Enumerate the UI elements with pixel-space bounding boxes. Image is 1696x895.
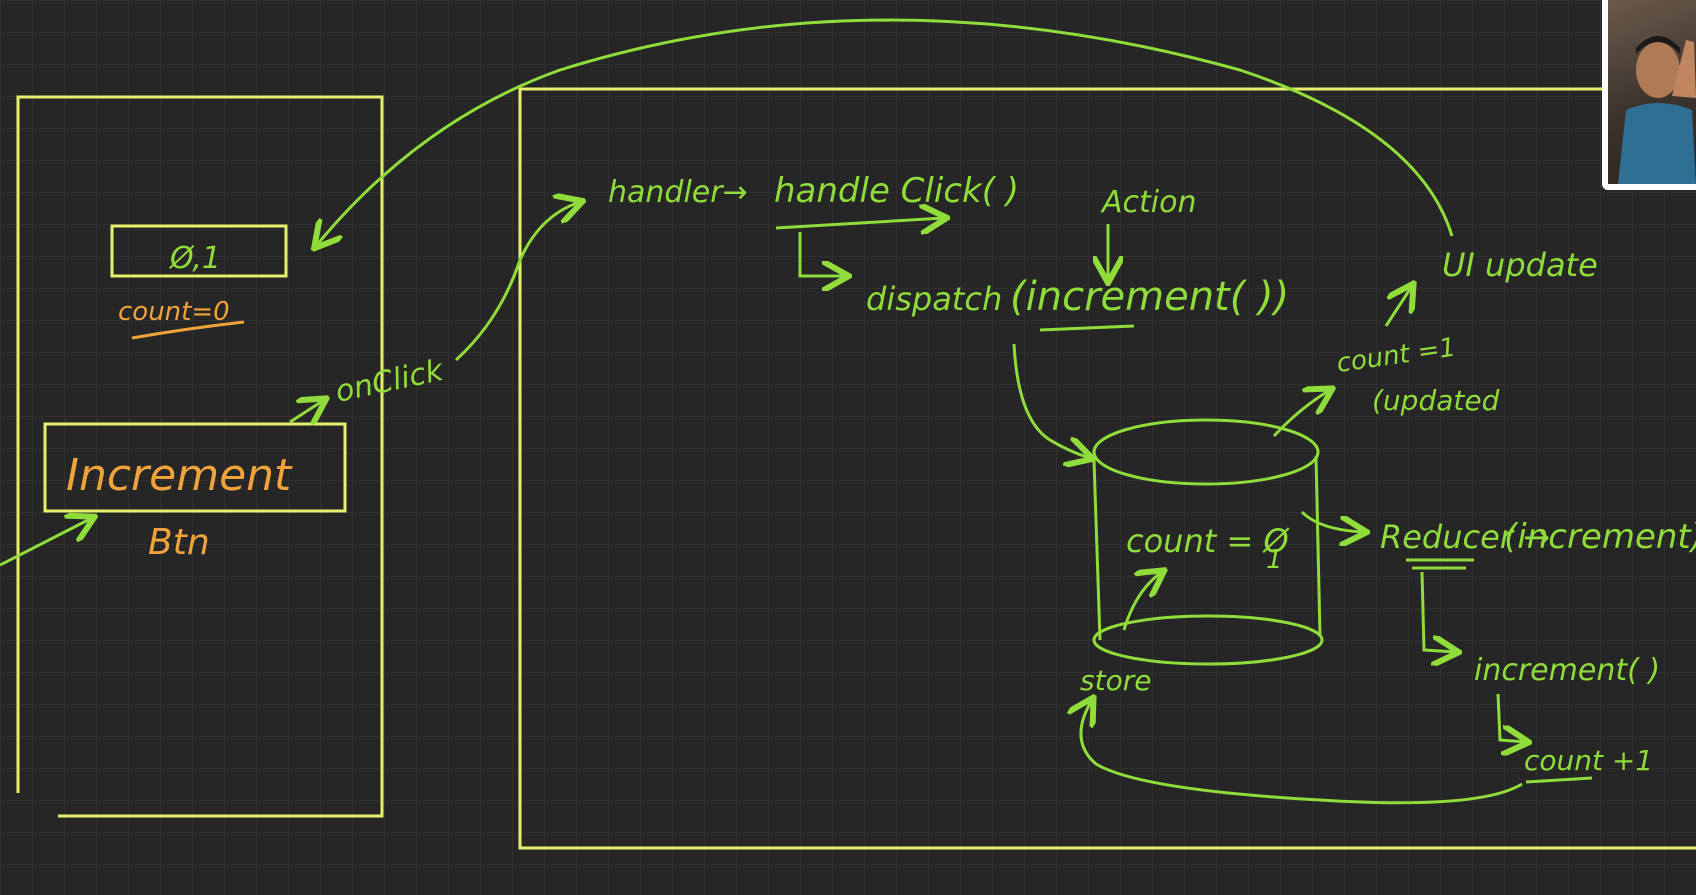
reducer-op: count +1 bbox=[1524, 744, 1653, 777]
button-to-onclick-arrow bbox=[289, 400, 324, 422]
reducer-underline bbox=[1406, 558, 1474, 570]
handler-fn: handle Click( ) bbox=[774, 171, 1019, 211]
handler-label: handler→ bbox=[608, 175, 748, 210]
action-tag: Action bbox=[1100, 185, 1196, 220]
action-underline bbox=[1039, 324, 1135, 332]
action-call: (increment( )) bbox=[1010, 274, 1289, 320]
display-box bbox=[110, 224, 288, 278]
presenter-webcam bbox=[1602, 0, 1696, 190]
state-underline bbox=[131, 320, 245, 340]
reducer-arg: (increment) bbox=[1504, 517, 1696, 557]
updated-to-ui-arrow bbox=[1384, 286, 1412, 327]
store-value: count = Ø bbox=[1126, 522, 1289, 560]
state-label: count=0 bbox=[118, 297, 230, 327]
store-label: store bbox=[1080, 664, 1151, 697]
presenter-video bbox=[1608, 0, 1696, 184]
dispatch-to-store-arrow bbox=[1012, 343, 1090, 458]
button-caption: Btn bbox=[148, 522, 210, 563]
handler-fn-underline bbox=[775, 218, 944, 228]
onclick-to-handler-arrow bbox=[454, 202, 580, 362]
ui-update-label: UI update bbox=[1442, 246, 1598, 284]
app-frame bbox=[518, 87, 1696, 850]
updated-value: count =1 bbox=[1335, 333, 1458, 379]
event-label: onClick bbox=[332, 353, 447, 410]
store-cylinder bbox=[1092, 418, 1324, 666]
reducer-to-fn-arrow bbox=[1420, 571, 1456, 652]
increment-button-label: Increment bbox=[66, 450, 293, 501]
handler-to-dispatch-arrow bbox=[798, 232, 846, 276]
updated-note: (updated bbox=[1372, 384, 1500, 417]
increment-button[interactable] bbox=[43, 422, 347, 513]
reducer-fn: increment( ) bbox=[1474, 653, 1660, 688]
store-to-updated-arrow bbox=[1272, 390, 1330, 438]
fn-to-op-arrow bbox=[1496, 693, 1526, 742]
op-to-store-arrow bbox=[1081, 700, 1523, 805]
reducer-label: Reducer → bbox=[1380, 518, 1550, 556]
dispatch-label: dispatch bbox=[866, 280, 1002, 318]
display-value: Ø,1 bbox=[168, 241, 221, 276]
presenter-figure-icon bbox=[1618, 36, 1696, 184]
ui-frame bbox=[16, 95, 384, 818]
click-arrow bbox=[0, 518, 92, 567]
ui-update-to-display-arrow bbox=[316, 18, 1454, 246]
store-value-new: 1 bbox=[1266, 545, 1283, 575]
reducer-op-underline bbox=[1525, 776, 1593, 784]
store-internal-arrow bbox=[1122, 572, 1162, 631]
store-to-reducer-arrow bbox=[1300, 510, 1364, 532]
